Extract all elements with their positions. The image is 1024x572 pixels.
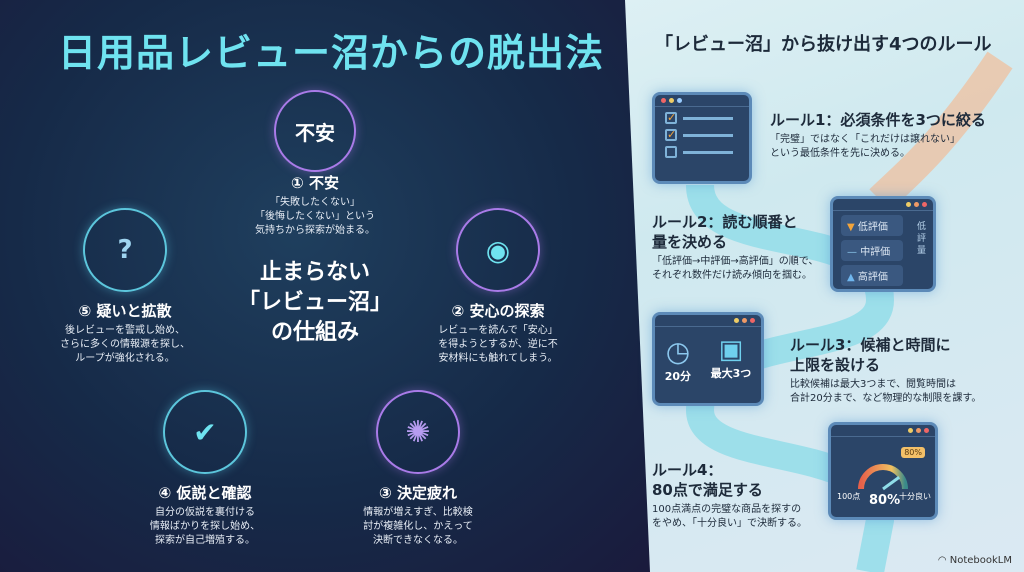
step-4: ④ 仮説と確認自分の仮説を裏付ける情報ばかりを探し始め、探索が自己増殖する。 [105, 482, 305, 548]
rule-desc: という最低条件を先に決める。 [770, 148, 910, 159]
limits-card: ◷ 20分 ▣ 最大3つ [652, 312, 764, 406]
icon-text: 不安 [295, 120, 335, 145]
rule-desc: をやめ、「十分良い」で決断する。 [652, 518, 807, 529]
step-desc: レビューを読んで「安心」 [438, 325, 558, 336]
mid-rating-item: — 中評価 [841, 240, 903, 261]
item-label: 低評価 [857, 222, 888, 233]
rule-title: 80点で満足する [652, 481, 763, 499]
watermark-text: NotebookLM [949, 555, 1012, 566]
step-desc: 情報が増えすぎ、比較検 [363, 507, 473, 518]
step-3: ③ 決定疲れ情報が増えすぎ、比較検討が複雑化し、かえって決断できなくなる。 [318, 482, 518, 548]
review-order-card: ▼ 低評価 — 中評価 ▲ 高評価 低評量 [830, 196, 936, 292]
max-label: 最大3つ [710, 367, 752, 380]
rule-desc: それぞれ数件だけ読み傾向を掴む。 [652, 270, 812, 281]
step-desc: 自分の仮説を裏付ける [155, 507, 255, 518]
rule-title: ルール4： [652, 461, 723, 479]
step-label: ③ 決定疲れ [379, 484, 457, 502]
checkbox-checked-icon: ✓ [665, 112, 739, 124]
step-desc: 「失敗したくない」 [270, 197, 360, 208]
step-desc: を得ようとするが、逆に不 [438, 339, 558, 350]
gauge-icon [858, 464, 908, 491]
center-line: 「レビュー沼」 [237, 290, 392, 315]
rule-4: ルール4： 80点で満足する 100点満点の完璧な商品を探すのをやめ、「十分良い」で… [652, 460, 807, 531]
gauge-right-label: 十分良い [899, 492, 931, 501]
rule-desc: 合計20分まで、など物理的な制限を課す。 [790, 393, 982, 404]
step-desc: 安材料にも触れてしまう。 [438, 353, 558, 364]
box-stack-icon: ▣ [718, 335, 744, 365]
checklist-card: ✓ ✓ [652, 92, 752, 184]
step-label: ④ 仮説と確認 [158, 484, 252, 502]
step-label: ① 不安 [291, 174, 339, 192]
thumbs-up-icon: ▲ [847, 272, 855, 283]
side-label: 低評量 [917, 222, 927, 256]
item-label: 中評価 [860, 247, 891, 258]
step-desc: 気持ちから探索が始まる。 [255, 225, 375, 236]
center-line: の仕組み [270, 320, 359, 345]
rule-title: ルール2：読む順番と [652, 213, 798, 231]
checkbox-empty-icon [665, 146, 739, 158]
gauge-card: 80% 100点 80% 十分良い [828, 422, 938, 520]
rule-title: 量を決める [652, 233, 728, 251]
step-label: ② 安心の探索 [451, 302, 545, 320]
question-windows-icon: ? [83, 208, 167, 292]
rule-desc: 100点満点の完璧な商品を探すの [652, 504, 802, 515]
step-2: ② 安心の探索レビューを読んで「安心」を得ようとするが、逆に不安材料にも触れてし… [398, 300, 598, 366]
gauge-value: 80% [869, 493, 901, 508]
step-desc: ループが強化される。 [75, 353, 175, 364]
watermark: ◠ NotebookLM [938, 555, 1012, 566]
step-1: ① 不安「失敗したくない」「後悔したくない」という気持ちから探索が始まる。 [215, 172, 415, 238]
rule-title: 上限を設ける [790, 356, 881, 374]
rule-3: ルール3：候補と時間に上限を設ける比較候補は最大3つまで、閲覧時間は合計20分ま… [790, 335, 981, 406]
gauge-left-label: 100点 [837, 492, 861, 501]
step-desc: 「後悔したくない」という [255, 211, 375, 222]
notebooklm-logo-icon: ◠ [937, 555, 950, 566]
brain-icon: ✺ [376, 390, 460, 474]
eye-magnifier-icon: ◉ [456, 208, 540, 292]
time-label: 20分 [664, 370, 692, 383]
step-5: ⑤ 疑いと拡散後レビューを警戒し始め、さらに多くの情報源を探し、ループが強化され… [25, 300, 225, 366]
center-line: 止まらない [259, 260, 370, 285]
page-title: 日用品レビュー沼からの脱出法 [58, 31, 605, 75]
step-desc: さらに多くの情報源を探し、 [60, 339, 190, 350]
low-rating-item: ▼ 低評価 [841, 215, 903, 236]
candidates: ▣ 最大3つ [711, 335, 752, 384]
step-desc: 討が複雑化し、かえって [363, 521, 473, 532]
rules-title: 「レビュー沼」から抜け出す4つのルール [655, 34, 992, 55]
rule-desc: 「完璧」ではなく「これだけは譲れない」 [770, 134, 960, 145]
rule-title: ルール3：候補と時間に [790, 336, 951, 354]
timer: ◷ 20分 [665, 335, 691, 384]
step-desc: 情報ばかりを探し始め、 [149, 521, 261, 532]
rule-2: ルール2：読む順番と量を決める「低評価→中評価→高評価」の順で、それぞれ数件だけ… [652, 212, 818, 283]
item-label: 高評価 [857, 272, 888, 283]
dash-icon: — [847, 247, 857, 258]
cycle-center-title: 止まらない「レビュー沼」の仕組み [235, 258, 395, 348]
high-rating-item: ▲ 高評価 [841, 265, 903, 286]
step-label: ⑤ 疑いと拡散 [78, 302, 172, 320]
step-desc: 決断できなくなる。 [373, 535, 463, 546]
rule-1: ルール1：必須条件を3つに絞る「完璧」ではなく「これだけは譲れない」という最低条… [770, 110, 986, 161]
clock-icon: ◷ [665, 335, 691, 368]
gauge-badge: 80% [901, 447, 925, 458]
checkbox-checked-icon: ✓ [665, 129, 739, 141]
anxiety-text-icon: 不安 [274, 90, 356, 172]
rule-title: ルール1：必須条件を3つに絞る [770, 111, 986, 129]
rule-desc: 「低評価→中評価→高評価」の順で、 [652, 256, 819, 267]
thumbs-down-icon: ▼ [847, 222, 855, 233]
step-desc: 後レビューを警戒し始め、 [65, 325, 185, 336]
rule-desc: 比較候補は最大3つまで、閲覧時間は [790, 379, 956, 390]
step-desc: 探索が自己増殖する。 [155, 535, 255, 546]
magnifier-check-icon: ✔ [163, 390, 247, 474]
